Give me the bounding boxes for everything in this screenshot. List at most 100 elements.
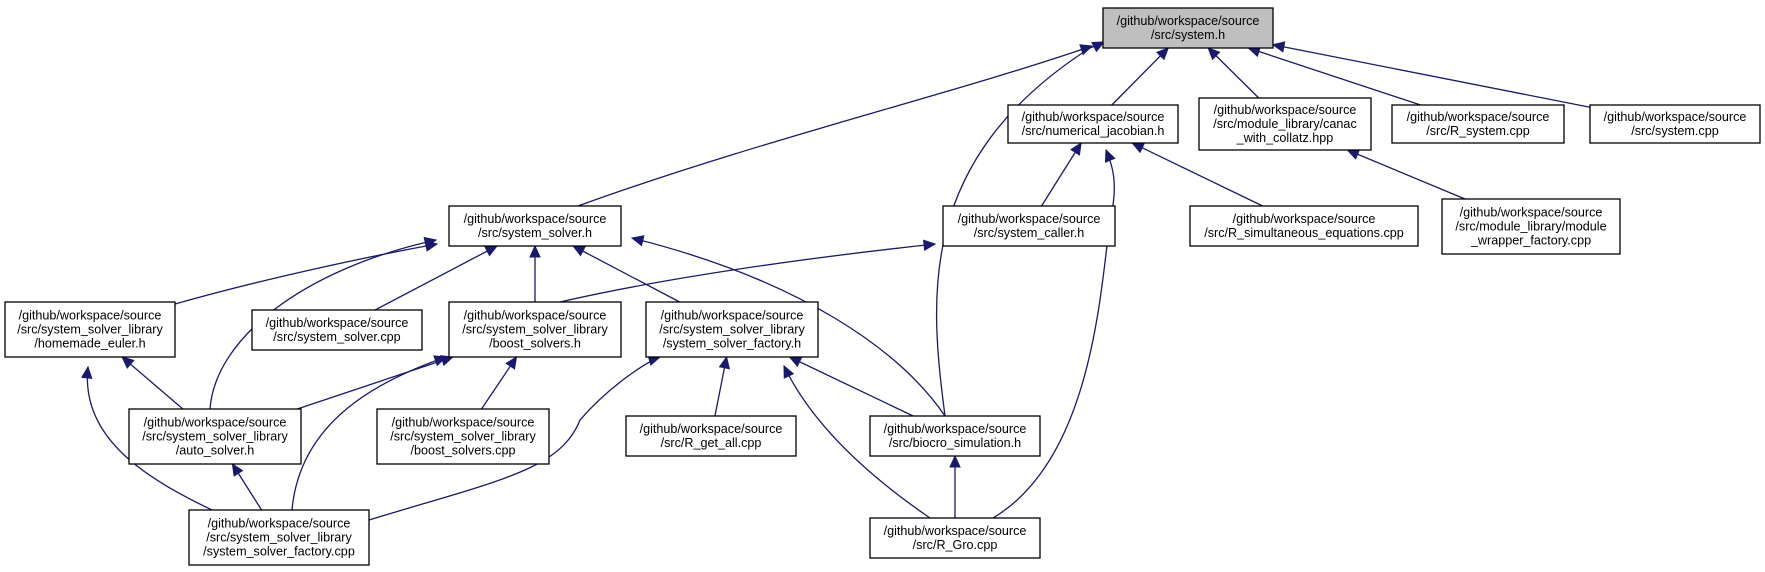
node-system-solver-factory-h[interactable]: /github/workspace/source/src/system_solv…: [645, 301, 819, 358]
arrowhead-icon: [423, 236, 438, 249]
edge-system_solver_h-to-system_h: [577, 45, 1093, 207]
node-canac-hpp[interactable]: /github/workspace/source/src/module_libr…: [1198, 97, 1372, 151]
node-label-line: /src/R_simultaneous_equations.cpp: [1204, 226, 1404, 240]
node-label-line: /github/workspace/source: [1460, 206, 1603, 220]
node-box: [1189, 205, 1419, 247]
edge-auto_solver_h-to-boost_solvers_h: [297, 356, 453, 410]
node-auto-solver-h[interactable]: /github/workspace/source/src/system_solv…: [128, 408, 302, 465]
edge-r_simultaneous_cpp-to-numerical_jacobian_h: [1132, 142, 1263, 207]
edge-system_solver_factory_cpp-to-homemade_euler_h: [86, 366, 213, 511]
node-system-h[interactable]: /github/workspace/source/src/system.h: [1102, 7, 1274, 49]
edge-system_caller_h-to-numerical_jacobian_h: [1040, 142, 1082, 207]
node-label-line: /system_solver_factory.cpp: [203, 545, 355, 559]
node-box: [4, 301, 176, 358]
node-label-line: /github/workspace/source: [208, 517, 351, 531]
arrowhead-icon: [783, 364, 795, 379]
node-label-line: /github/workspace/source: [464, 309, 607, 323]
node-label-line: /src/system_solver_library: [390, 430, 536, 444]
node-label-line: _wrapper_factory.cpp: [1470, 234, 1591, 248]
arrowhead-icon: [1131, 142, 1146, 154]
arrowhead-icon: [949, 454, 961, 468]
node-box: [869, 517, 1041, 559]
node-box: [942, 205, 1116, 247]
edge-homemade_euler_h-to-system_solver_h: [174, 243, 438, 305]
node-r-system-cpp[interactable]: /github/workspace/source/src/R_system.cp…: [1391, 104, 1565, 144]
arrowhead-icon: [571, 245, 586, 257]
node-label-line: /src/biocro_simulation.h: [889, 436, 1021, 450]
node-label-line: /src/numerical_jacobian.h: [1022, 124, 1165, 138]
node-box: [448, 205, 622, 247]
node-label-line: /github/workspace/source: [464, 212, 607, 226]
node-biocro-simulation-h[interactable]: /github/workspace/source/src/biocro_simu…: [869, 415, 1041, 457]
node-r-simultaneous-cpp[interactable]: /github/workspace/source/src/R_simultane…: [1189, 205, 1419, 247]
node-box: [1102, 7, 1274, 49]
node-label-line: /system_solver_factory.h: [663, 337, 801, 351]
node-label-line: /src/module_library/module: [1455, 220, 1606, 234]
node-label-line: /github/workspace/source: [1022, 110, 1165, 124]
edge-canac_hpp-to-system_h: [1207, 47, 1260, 99]
node-label-line: /github/workspace/source: [884, 422, 1027, 436]
node-box: [869, 415, 1041, 457]
node-box: [1589, 104, 1761, 144]
node-label-line: /github/workspace/source: [958, 212, 1101, 226]
node-label-line: /github/workspace/source: [392, 416, 535, 430]
edge-r_gro_cpp-to-numerical_jacobian_h: [992, 149, 1115, 519]
arrowhead-icon: [231, 462, 244, 477]
node-system-cpp[interactable]: /github/workspace/source/src/system.cpp: [1589, 104, 1761, 144]
node-box: [1198, 97, 1372, 151]
edge-auto_solver_h-to-homemade_euler_h: [121, 356, 184, 410]
arrowhead-icon: [505, 355, 518, 370]
arrowhead-icon: [484, 245, 498, 257]
node-module-wrapper-factory-cpp[interactable]: /github/workspace/source/src/module_libr…: [1441, 198, 1621, 255]
node-boost-solvers-cpp[interactable]: /github/workspace/source/src/system_solv…: [376, 408, 550, 465]
node-label-line: /src/system_solver_library: [142, 430, 288, 444]
node-r-gro-cpp[interactable]: /github/workspace/source/src/R_Gro.cpp: [869, 517, 1041, 559]
node-label-line: /github/workspace/source: [1117, 14, 1260, 28]
arrowhead-icon: [630, 235, 645, 247]
node-system-solver-factory-cpp[interactable]: /github/workspace/source/src/system_solv…: [188, 509, 370, 566]
node-label-line: /boost_solvers.cpp: [410, 444, 515, 458]
node-boost-solvers-h[interactable]: /github/workspace/source/src/system_solv…: [448, 301, 622, 358]
node-label-line: /boost_solvers.h: [489, 337, 581, 351]
edge-r_system_cpp-to-system_h: [1248, 47, 1421, 106]
node-label-line: /src/R_Gro.cpp: [913, 538, 998, 552]
node-label-line: /src/system_solver.cpp: [273, 330, 400, 344]
edge-r_gro_cpp-to-system_solver_factory_h: [783, 365, 931, 519]
node-label-line: /src/system_solver.h: [478, 226, 592, 240]
node-numerical-jacobian-h[interactable]: /github/workspace/source/src/numerical_j…: [1007, 104, 1179, 144]
node-system-caller-h[interactable]: /github/workspace/source/src/system_call…: [942, 205, 1116, 247]
node-label-line: /src/system_solver_library: [17, 323, 163, 337]
arrowhead-icon: [1091, 41, 1106, 53]
node-label-line: /github/workspace/source: [640, 422, 783, 436]
node-label-line: /src/system_solver_library: [659, 323, 805, 337]
node-label-line: /homemade_euler.h: [34, 337, 145, 351]
arrowhead-icon: [1207, 47, 1221, 61]
node-homemade-euler-h[interactable]: /github/workspace/source/src/system_solv…: [4, 301, 176, 358]
node-system-solver-cpp[interactable]: /github/workspace/source/src/system_solv…: [251, 309, 423, 351]
node-box: [1391, 104, 1565, 144]
edge-system_solver_factory_h-to-system_solver_h: [572, 245, 680, 303]
node-label-line: /github/workspace/source: [884, 524, 1027, 538]
node-label-line: /src/module_library/canac: [1213, 117, 1357, 131]
edge-system_solver_factory_cpp-to-system_solver_factory_h: [368, 356, 661, 521]
nodes-layer: /github/workspace/source/src/system.h/gi…: [4, 7, 1761, 566]
edge-system_cpp-to-system_h: [1272, 44, 1591, 108]
node-label-line: /auto_solver.h: [176, 444, 254, 458]
node-box: [376, 408, 550, 465]
node-box: [251, 309, 423, 351]
arrowhead-icon: [1346, 149, 1361, 160]
node-label-line: /src/R_system.cpp: [1426, 124, 1530, 138]
node-system-solver-h[interactable]: /github/workspace/source/src/system_solv…: [448, 205, 622, 247]
edge-numerical_jacobian_h-to-system_h: [1111, 47, 1169, 106]
node-box: [625, 415, 797, 457]
edge-system_solver_factory_cpp-to-boost_solvers_h: [291, 356, 447, 511]
node-label-line: /github/workspace/source: [661, 309, 804, 323]
node-box: [448, 301, 622, 358]
edge-module_wrapper_factory_cpp-to-canac_hpp: [1347, 149, 1466, 200]
arrowhead-icon: [433, 355, 448, 367]
node-label-line: /github/workspace/source: [1214, 103, 1357, 117]
node-r-get-all-cpp[interactable]: /github/workspace/source/src/R_get_all.c…: [625, 415, 797, 457]
arrowhead-icon: [788, 356, 803, 368]
node-label-line: /src/system.h: [1151, 28, 1225, 42]
